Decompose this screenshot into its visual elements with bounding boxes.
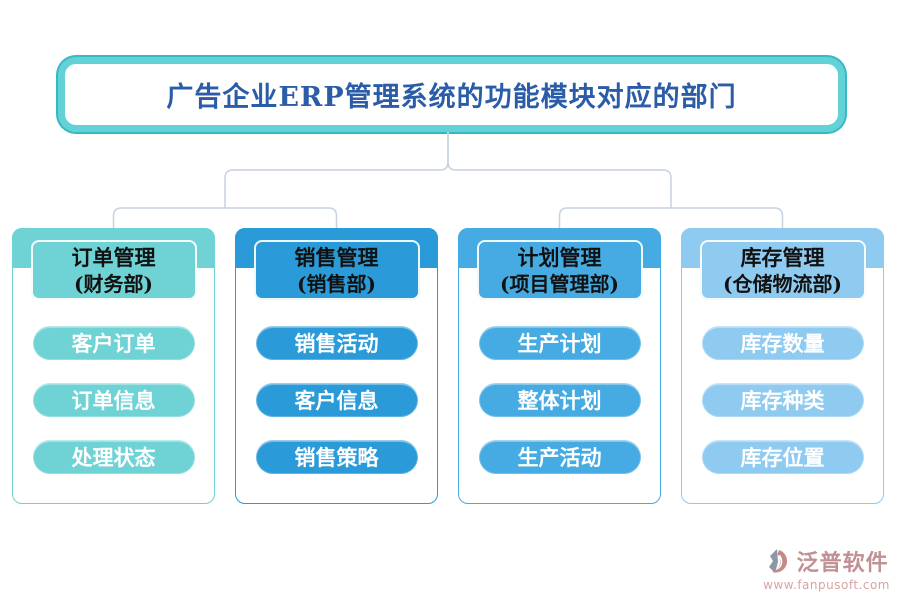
card-header-sales: 销售管理 (销售部): [253, 240, 420, 300]
vendor-name: 泛普软件: [796, 550, 889, 576]
connector-branch-left: [224, 132, 449, 208]
module-card-order: 订单管理 (财务部) 客户订单 订单信息 处理状态: [12, 228, 215, 504]
card-header-plan: 计划管理 (项目管理部): [476, 240, 643, 300]
feature-pill: 客户订单: [32, 326, 195, 360]
connector-bracket-left: [112, 207, 338, 229]
feature-pill: 生产活动: [478, 440, 641, 474]
diagram-title: 广告企业ERP管理系统的功能模块对应的部门: [166, 82, 737, 113]
feature-pill: 订单信息: [32, 383, 195, 417]
diagram-title-box: 广告企业ERP管理系统的功能模块对应的部门: [58, 57, 845, 132]
fanpu-logo-icon: [768, 549, 787, 573]
feature-pill: 客户信息: [255, 383, 418, 417]
module-name: 订单管理: [71, 244, 156, 270]
module-dept: (财务部): [74, 271, 153, 296]
module-name: 库存管理: [740, 244, 825, 270]
feature-pill: 库存种类: [701, 383, 864, 417]
vendor-url: www.fanpusoft.com: [763, 578, 890, 592]
feature-pill: 库存数量: [701, 326, 864, 360]
feature-pill: 整体计划: [478, 383, 641, 417]
module-name: 销售管理: [294, 244, 379, 270]
module-dept: (销售部): [297, 271, 376, 296]
feature-pill: 生产计划: [478, 326, 641, 360]
connector-bracket-right: [558, 207, 784, 229]
vendor-watermark: 泛普软件 www.fanpusoft.com: [763, 545, 890, 592]
card-header-inventory: 库存管理 (仓储物流部): [699, 240, 866, 300]
connector-branch-right: [447, 132, 672, 208]
module-dept: (仓储物流部): [723, 271, 842, 296]
card-header-order: 订单管理 (财务部): [30, 240, 197, 300]
feature-pill: 库存位置: [701, 440, 864, 474]
module-dept: (项目管理部): [500, 271, 619, 296]
module-card-plan: 计划管理 (项目管理部) 生产计划 整体计划 生产活动: [458, 228, 661, 504]
feature-pill: 处理状态: [32, 440, 195, 474]
module-card-sales: 销售管理 (销售部) 销售活动 客户信息 销售策略: [235, 228, 438, 504]
module-card-inventory: 库存管理 (仓储物流部) 库存数量 库存种类 库存位置: [681, 228, 884, 504]
feature-pill: 销售策略: [255, 440, 418, 474]
feature-pill: 销售活动: [255, 326, 418, 360]
module-name: 计划管理: [517, 244, 602, 270]
